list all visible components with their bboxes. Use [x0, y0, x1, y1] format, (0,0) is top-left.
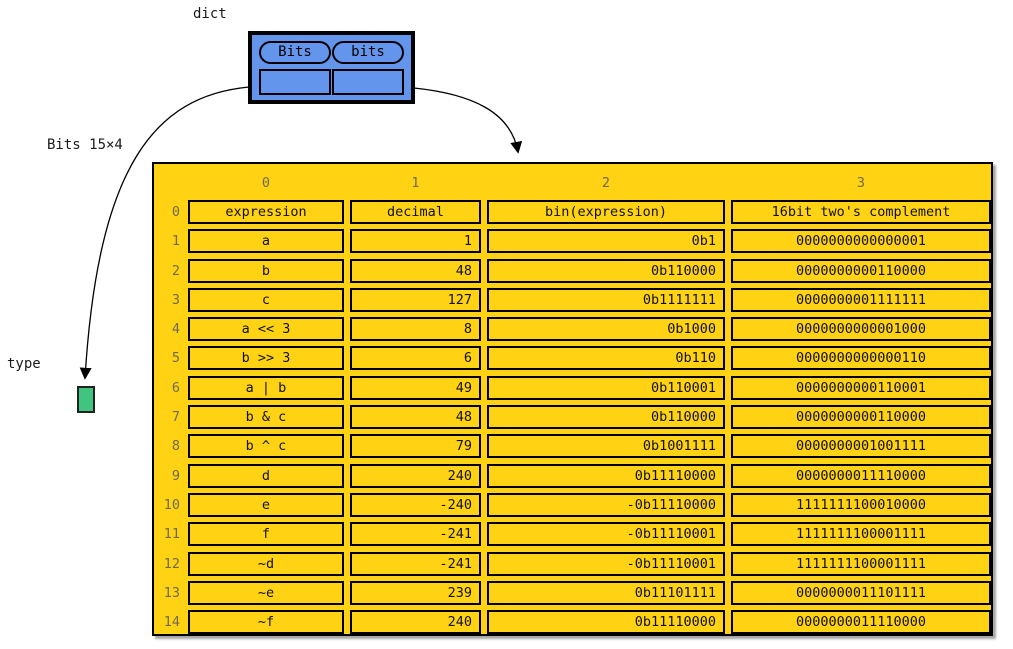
row-index-label: 1	[171, 233, 180, 250]
table-cell: f	[188, 522, 344, 547]
table-cell: 0000000000110000	[731, 405, 991, 430]
dict-value-slot-bits	[332, 69, 404, 95]
table-cell: a | b	[188, 375, 344, 400]
col-index-label: 0	[261, 174, 271, 191]
row-index-label: 6	[171, 379, 180, 396]
table-cell: -241	[350, 522, 481, 547]
table-type-label: Bits 15×4	[47, 137, 123, 153]
table-cell: 0b110000	[487, 258, 725, 283]
table-cell: 0000000000110001	[731, 375, 991, 400]
row-index-label: 4	[171, 321, 180, 338]
row-index-label: 7	[171, 409, 180, 426]
table-cell: a << 3	[188, 317, 344, 342]
table-cell: 0b110	[487, 346, 725, 371]
table-cell: 0b11101111	[487, 580, 725, 605]
table-cell: 0000000001001111	[731, 434, 991, 459]
table-cell: 0b11110000	[487, 610, 725, 635]
table-cell: expression	[188, 199, 344, 224]
table-cell: -240	[350, 492, 481, 517]
table-cell: 0000000011110000	[731, 610, 991, 635]
row-index-label: 9	[171, 467, 180, 484]
table-cell: 127	[350, 287, 481, 312]
type-label: type	[7, 356, 41, 372]
table-cell: 0b1	[487, 229, 725, 254]
table-cell: -241	[350, 551, 481, 576]
table-cell: 0b11110000	[487, 463, 725, 488]
table-cell: 0000000000001000	[731, 317, 991, 342]
dict-entry-Bits: Bits	[259, 41, 331, 95]
table-cell: b & c	[188, 405, 344, 430]
dict-key-bits: bits	[332, 41, 404, 64]
row-index-label: 10	[163, 496, 180, 513]
table-cell: b ^ c	[188, 434, 344, 459]
table-cell: 0000000000000001	[731, 229, 991, 254]
table-cell: ~e	[188, 580, 344, 605]
table-cell: e	[188, 492, 344, 517]
table-cell: 1111111100010000	[731, 492, 991, 517]
table-cell: a	[188, 229, 344, 254]
table-cell: 48	[350, 405, 481, 430]
table-cell: 239	[350, 580, 481, 605]
dict-key-Bits: Bits	[259, 41, 331, 64]
table-cell: decimal	[350, 199, 481, 224]
arrow-bits-to-table	[413, 87, 523, 154]
col-index-label: 3	[856, 174, 866, 191]
table-cell: 8	[350, 317, 481, 342]
row-index-label: 11	[163, 526, 180, 543]
table-cell: 0000000000000110	[731, 346, 991, 371]
row-index-label: 14	[163, 614, 180, 631]
table-cell: 79	[350, 434, 481, 459]
type-object-box	[77, 386, 95, 413]
dict-label: dict	[193, 6, 227, 22]
dict-value-slot-Bits	[259, 69, 331, 95]
table-cell: d	[188, 463, 344, 488]
table-cell: -0b11110001	[487, 551, 725, 576]
table-cell: 240	[350, 463, 481, 488]
table-cell: -0b11110001	[487, 522, 725, 547]
row-index-label: 2	[171, 262, 180, 279]
table-cell: 0b1001111	[487, 434, 725, 459]
table-cell: 0000000001111111	[731, 287, 991, 312]
row-index-label: 5	[171, 350, 180, 367]
table-cell: -0b11110000	[487, 492, 725, 517]
row-index-label: 8	[171, 438, 180, 455]
table-cell: ~d	[188, 551, 344, 576]
table-cell: 49	[350, 375, 481, 400]
table-cell: 0000000011110000	[731, 463, 991, 488]
col-index-label: 1	[411, 174, 420, 191]
row-index-label: 13	[163, 584, 180, 601]
table-cell: 0b1111111	[487, 287, 725, 312]
table-cell: ~f	[188, 610, 344, 635]
col-index-label: 2	[601, 174, 611, 191]
table-cell: 16bit two's complement	[731, 199, 991, 224]
table-cell: 0b110001	[487, 375, 725, 400]
dict-box: Bits bits	[248, 31, 415, 104]
table-cell: b >> 3	[188, 346, 344, 371]
table-cell: c	[188, 287, 344, 312]
table-cell: 240	[350, 610, 481, 635]
table-cell: 1	[350, 229, 481, 254]
table-cell: 48	[350, 258, 481, 283]
table-cell: bin(expression)	[487, 199, 725, 224]
row-index-label: 0	[171, 203, 180, 220]
table-cell: 0000000000110000	[731, 258, 991, 283]
row-index-label: 3	[171, 291, 180, 308]
table-cell: 1111111100001111	[731, 551, 991, 576]
table-cell: 0000000011101111	[731, 580, 991, 605]
table-cell: 0b110000	[487, 405, 725, 430]
table-cell: 0b1000	[487, 317, 725, 342]
table-cell: b	[188, 258, 344, 283]
table-cell: 1111111100001111	[731, 522, 991, 547]
dict-entry-bits: bits	[332, 41, 404, 95]
row-index-label: 12	[163, 555, 180, 572]
table-cell: 6	[350, 346, 481, 371]
